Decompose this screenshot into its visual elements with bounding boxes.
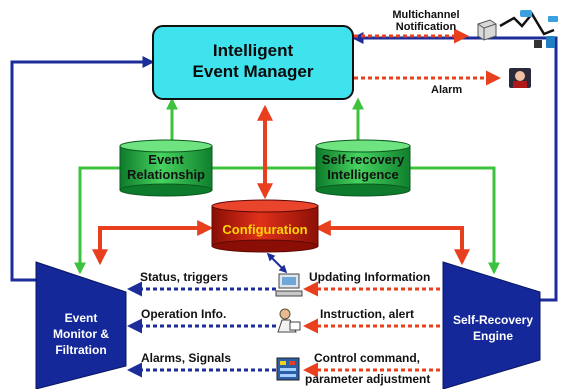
event-relationship-line1: Event bbox=[148, 152, 184, 167]
phone-icon bbox=[477, 19, 497, 41]
instruction-alert-label: Instruction, alert bbox=[320, 307, 415, 321]
event-monitor-label: Event Monitor & Filtration bbox=[36, 310, 126, 358]
event-manager-box bbox=[152, 25, 354, 100]
self-recovery-intelligence-line2: Intelligence bbox=[327, 167, 399, 182]
event-monitor-line2: Monitor & bbox=[53, 327, 109, 341]
arrow-config-monitor bbox=[92, 220, 214, 266]
green-link-right bbox=[410, 166, 500, 275]
arrow-config-to-computer bbox=[266, 252, 288, 274]
computer-icon bbox=[275, 273, 303, 297]
feedback-line-left bbox=[10, 56, 155, 282]
alarms-signals-label: Alarms, Signals bbox=[141, 351, 232, 365]
configuration-label: Configuration bbox=[222, 222, 308, 237]
arrow-config-engine bbox=[314, 220, 470, 266]
event-monitor-line1: Event bbox=[64, 311, 98, 325]
updating-information-label: Updating Information bbox=[309, 270, 431, 284]
event-relationship-label: Event Relationship bbox=[120, 152, 212, 182]
operator-icon bbox=[277, 308, 301, 333]
devices-icon bbox=[499, 10, 558, 48]
event-relationship-line2: Relationship bbox=[126, 167, 205, 182]
self-recovery-intelligence-cylinder bbox=[315, 139, 411, 197]
event-monitor-block bbox=[35, 261, 127, 389]
configuration-cylinder bbox=[211, 199, 319, 253]
multichannel-line1: Multichannel bbox=[392, 9, 460, 21]
control-panel-icon bbox=[276, 357, 300, 381]
event-manager-line1: Intelligent bbox=[212, 41, 294, 60]
parameter-adjustment-label: parameter adjustment bbox=[305, 372, 431, 386]
self-recovery-engine-block bbox=[442, 261, 541, 389]
status-triggers-label: Status, triggers bbox=[140, 270, 229, 284]
self-recovery-engine-line2: Engine bbox=[472, 329, 513, 343]
self-recovery-engine-line1: Self-Recovery bbox=[452, 313, 534, 327]
event-manager-title: Intelligent Event Manager bbox=[153, 40, 353, 82]
alarm-person-icon bbox=[509, 68, 531, 88]
control-command-label: Control command, bbox=[314, 351, 421, 365]
multichannel-notification-label: Multichannel Notification bbox=[382, 9, 470, 33]
green-link-left bbox=[74, 166, 120, 275]
multichannel-line2: Notification bbox=[395, 21, 457, 33]
self-recovery-intelligence-line1: Self-recovery bbox=[321, 152, 405, 167]
operation-info-label: Operation Info. bbox=[141, 307, 227, 321]
event-manager-line2: Event Manager bbox=[192, 62, 314, 81]
alarm-label: Alarm bbox=[431, 84, 463, 96]
self-recovery-engine-label: Self-Recovery Engine bbox=[443, 312, 543, 344]
event-relationship-cylinder bbox=[119, 139, 213, 197]
event-monitor-line3: Filtration bbox=[55, 343, 107, 357]
self-recovery-intelligence-label: Self-recovery Intelligence bbox=[312, 152, 414, 182]
